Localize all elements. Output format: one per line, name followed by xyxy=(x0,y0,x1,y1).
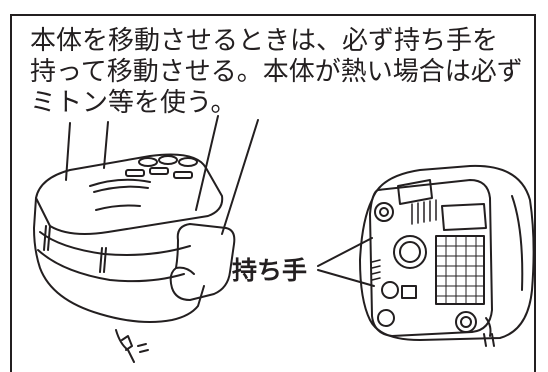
caption-line-1: 本体を移動させるときは、必ず持ち手を xyxy=(30,26,499,56)
rice-cooker-front-illustration xyxy=(33,115,259,363)
handle-callout-label: 持ち手 xyxy=(232,256,308,285)
callout-leader-lines xyxy=(317,237,375,287)
instruction-panel xyxy=(10,14,536,372)
caption-line-3: ミトン等を使う。 xyxy=(30,88,237,118)
instruction-caption: 本体を移動させるときは、必ず持ち手を 持って移動させる。本体が熱い場合は必ず ミ… xyxy=(30,26,530,119)
rice-cooker-back-illustration xyxy=(359,164,535,347)
caption-line-2: 持って移動させる。本体が熱い場合は必ず xyxy=(30,57,523,87)
